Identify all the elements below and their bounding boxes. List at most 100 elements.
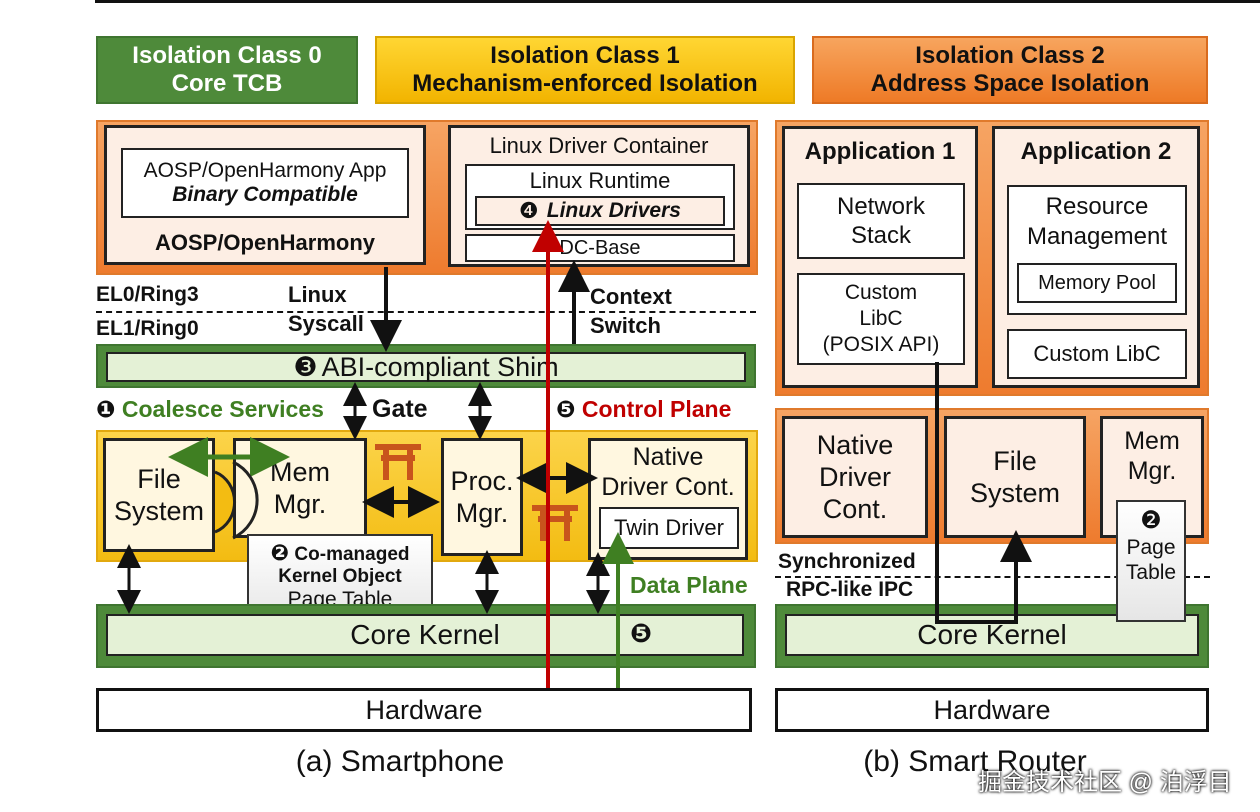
aosp-container: AOSP/OpenHarmony App Binary Compatible A… (104, 125, 426, 265)
memory-pool-box: Memory Pool (1017, 263, 1177, 303)
resource-mgmt-title: Resource Management (1009, 191, 1185, 253)
app2-title: Application 2 (1020, 138, 1172, 165)
header-class0-line2: Core TCB (171, 70, 283, 97)
header-class0: Isolation Class 0 Core TCB (96, 36, 358, 104)
router-mem-mgr-title: Mem Mgr. (1103, 423, 1201, 489)
file-system-line1: File (137, 464, 181, 494)
router-page-table-line1: Page (1126, 536, 1176, 559)
linux-drivers-label: Linux Drivers (546, 199, 681, 222)
header-class2-line2: Address Space Isolation (870, 70, 1150, 97)
data-plane-number: ❺ (630, 618, 653, 648)
data-plane-label: Data Plane (630, 572, 748, 598)
twin-driver-box: Twin Driver (599, 507, 739, 549)
top-rule (95, 0, 1260, 3)
router-mem-mgr-line1: Mem (1124, 427, 1180, 455)
smartphone-core-kernel-box: Core Kernel (106, 614, 744, 656)
custom-libc-api-line3: (POSIX API) (822, 333, 940, 356)
ldc-title: Linux Driver Container (489, 133, 709, 158)
aosp-app-line2: Binary Compatible (172, 183, 358, 206)
header-class2: Isolation Class 2 Address Space Isolatio… (812, 36, 1208, 104)
app1-box: Application 1 Network Stack Custom LibC … (782, 126, 978, 388)
sync-ipc-line2: RPC-like IPC (786, 578, 914, 601)
context-switch-line1: Context (590, 284, 672, 309)
privilege-boundary-line (96, 311, 756, 313)
el1-label: EL1/Ring0 (96, 317, 199, 340)
co-managed-line2: Kernel Object (278, 566, 402, 587)
sync-ipc-line1: Synchronized (778, 550, 918, 574)
router-native-driver-line2: Driver (819, 462, 891, 492)
header-class1: Isolation Class 1 Mechanism-enforced Iso… (375, 36, 795, 104)
control-plane-label: ❺ Control Plane (556, 396, 731, 423)
router-file-system-line1: File (993, 446, 1037, 476)
aosp-label: AOSP/OpenHarmony (154, 230, 376, 255)
router-native-driver-box: Native Driver Cont. (782, 416, 928, 538)
control-plane-text: Control Plane (581, 396, 732, 422)
custom-libc-api-box: Custom LibC (POSIX API) (797, 273, 965, 365)
mem-mgr-line1: Mem (270, 457, 330, 487)
aosp-app-box: AOSP/OpenHarmony App Binary Compatible (121, 148, 409, 218)
router-native-driver-line3: Cont. (822, 494, 888, 524)
network-stack-line1: Network (836, 193, 926, 220)
linux-syscall-line1: Linux (288, 282, 347, 307)
custom-libc-api-line2: LibC (859, 307, 903, 330)
resource-mgmt-line1: Resource (1045, 193, 1149, 220)
router-hardware-box: Hardware (775, 688, 1209, 732)
network-stack-box: Network Stack (797, 183, 965, 259)
router-file-system-line2: System (969, 478, 1061, 508)
header-class1-line1: Isolation Class 1 (490, 42, 680, 69)
native-driver-line1: Native (632, 443, 704, 471)
co-managed-number: ❷ (270, 540, 290, 565)
control-plane-number: ❺ (556, 396, 576, 422)
native-driver-line2: Driver Cont. (601, 473, 735, 501)
linux-syscall-line2: Syscall (288, 311, 364, 336)
app2-box: Application 2 Resource Management Memory… (992, 126, 1200, 388)
app1-title: Application 1 (804, 138, 956, 165)
shim-label: ABI-compliant Shim (321, 351, 559, 382)
header-class2-line1: Isolation Class 2 (915, 42, 1105, 69)
resource-mgmt-line2: Management (1026, 223, 1168, 250)
el0-label: EL0/Ring3 (96, 283, 199, 306)
linux-runtime-label: Linux Runtime (529, 168, 671, 193)
shim-box: ❸ ABI-compliant Shim (106, 352, 746, 382)
custom-libc-api-line1: Custom (844, 281, 918, 304)
coalesce-number: ❶ (96, 396, 116, 422)
context-switch-line2: Switch (590, 313, 661, 338)
file-system-line2: System (113, 496, 205, 526)
linux-runtime-box: Linux Runtime ❹ Linux Drivers (465, 164, 735, 230)
linux-driver-container: Linux Driver Container Linux Runtime ❹ L… (448, 125, 750, 267)
resource-mgmt-box: Resource Management Memory Pool (1007, 185, 1187, 315)
custom-libc-box: Custom LibC (1007, 329, 1187, 379)
coalesce-text: Coalesce Services (121, 396, 324, 422)
dc-base-box: DC-Base (465, 234, 735, 262)
router-page-table-number: ❷ (1140, 507, 1162, 534)
router-page-table-line2: Table (1125, 561, 1177, 584)
smartphone-caption: (a) Smartphone (295, 745, 505, 778)
proc-mgr-line2: Mgr. (455, 498, 509, 528)
network-stack-line2: Stack (850, 222, 912, 249)
smartphone-hardware-box: Hardware (96, 688, 752, 732)
router-native-driver-line1: Native (816, 430, 894, 460)
co-managed-text: Co-managed (294, 544, 410, 565)
smartphone-core-kernel-layer: Core Kernel (96, 604, 756, 668)
header-class1-line2: Mechanism-enforced Isolation (412, 70, 758, 97)
shim-number: ❸ (293, 351, 318, 382)
router-caption: (b) Smart Router (863, 745, 1087, 778)
linux-drivers-box: ❹ Linux Drivers (475, 196, 725, 226)
native-driver-cont-title: Native Driver Cont. (591, 441, 745, 503)
router-file-system-box: File System (944, 416, 1086, 538)
aosp-app-line1: AOSP/OpenHarmony App (143, 159, 387, 182)
mem-mgr-line2: Mgr. (273, 489, 327, 519)
watermark: 掘金技术社区 @ 泊浮目 (978, 769, 1232, 796)
coalesce-label: ❶ Coalesce Services (96, 396, 324, 423)
mem-mgr-box: Mem Mgr. (233, 438, 367, 538)
gate-label: Gate (372, 395, 428, 423)
proc-mgr-line1: Proc. (450, 466, 514, 496)
router-mem-mgr-line2: Mgr. (1127, 457, 1177, 485)
native-driver-cont-box: Native Driver Cont. Twin Driver (588, 438, 748, 560)
file-system-box: File System (103, 438, 215, 552)
header-class0-line1: Isolation Class 0 (132, 42, 322, 69)
co-managed-line1: ❷ Co-managed (249, 540, 431, 566)
router-page-table-box: ❷ Page Table (1116, 500, 1186, 622)
shim-layer: ❸ ABI-compliant Shim (96, 344, 756, 388)
linux-drivers-number: ❹ (519, 198, 539, 223)
